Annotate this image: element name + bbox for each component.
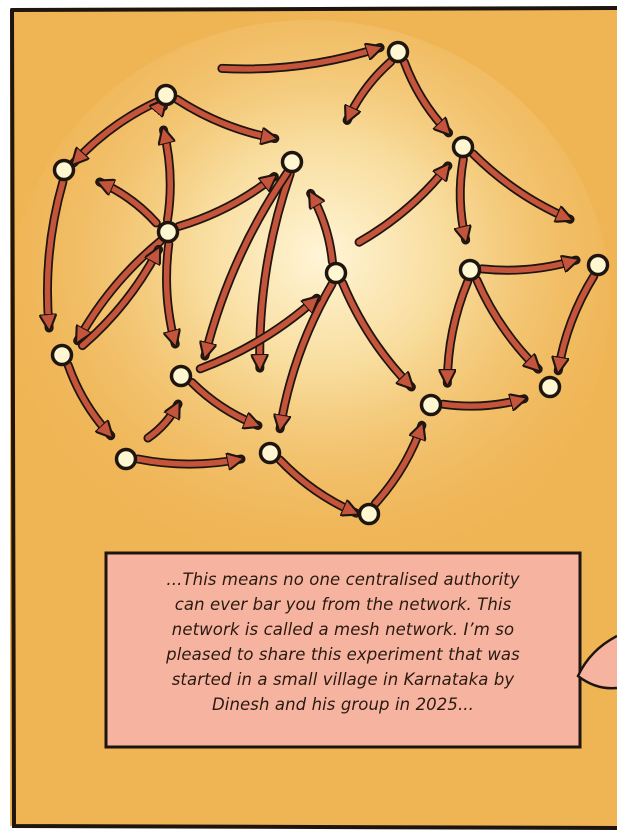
mesh-node bbox=[422, 396, 441, 415]
mesh-node bbox=[589, 256, 608, 275]
caption-line: can ever bar you from the network. This bbox=[126, 592, 560, 617]
mesh-node bbox=[53, 346, 72, 365]
mesh-node bbox=[159, 223, 178, 242]
mesh-node bbox=[157, 86, 176, 105]
mesh-node bbox=[327, 264, 346, 283]
mesh-node bbox=[541, 378, 560, 397]
mesh-node bbox=[454, 138, 473, 157]
caption-line: ...This means no one centralised authori… bbox=[126, 567, 560, 592]
mesh-node bbox=[461, 261, 480, 280]
mesh-node bbox=[283, 153, 302, 172]
caption-text: ...This means no one centralised authori… bbox=[106, 553, 580, 747]
caption-line: pleased to share this experiment that wa… bbox=[126, 642, 560, 667]
caption-line: network is called a mesh network. I’m so bbox=[126, 617, 560, 642]
mesh-node bbox=[117, 450, 136, 469]
mesh-node bbox=[389, 43, 408, 62]
mesh-node bbox=[360, 505, 379, 524]
mesh-node bbox=[55, 161, 74, 180]
mesh-node bbox=[261, 444, 280, 463]
caption-line: started in a small village in Karnataka … bbox=[126, 667, 560, 692]
caption-line: Dinesh and his group in 2025... bbox=[126, 692, 560, 717]
mesh-node bbox=[172, 367, 191, 386]
